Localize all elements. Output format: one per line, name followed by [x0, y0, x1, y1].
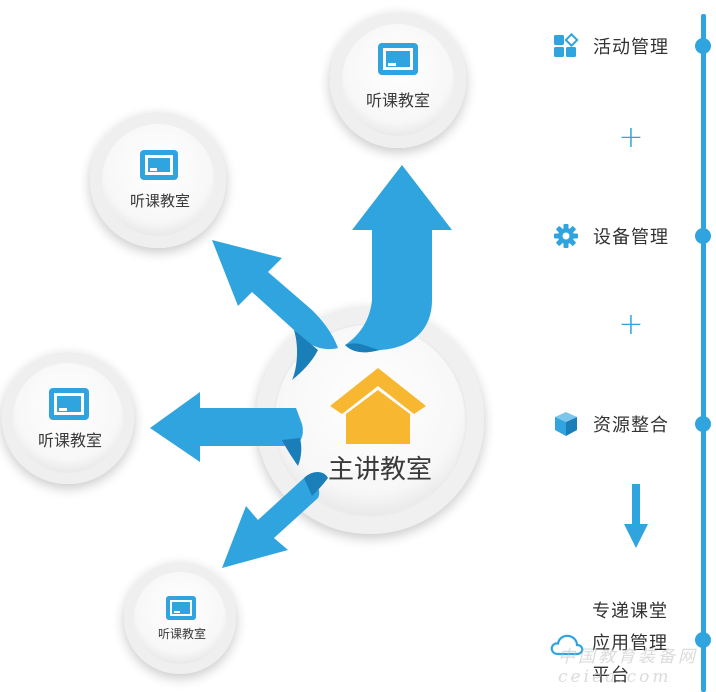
classroom-node-upper-left[interactable]: 听课教室: [90, 112, 226, 248]
sidebar-item-label: 设备管理: [593, 227, 669, 248]
timeline-dot: [695, 228, 711, 244]
classroom-node-top[interactable]: 听课教室: [330, 12, 466, 148]
classroom-label: 听课教室: [158, 626, 206, 641]
arrows: [150, 165, 452, 568]
platform-line: 专递课堂: [592, 601, 668, 622]
arrow-left-fold: [282, 438, 302, 466]
blackboard-icon: [140, 150, 178, 180]
gear-icon: [554, 224, 578, 248]
blackboard-icon: [166, 596, 196, 620]
watermark: 中国教育装备网 ceiea.com: [558, 647, 698, 687]
timeline-dot: [695, 38, 711, 54]
arrow-bottom-left: [222, 478, 320, 568]
plus-symbol: +: [618, 120, 644, 155]
arrow-left: [150, 392, 303, 462]
arrow-up-fold: [345, 343, 380, 353]
sidebar-item-label: 资源整合: [593, 415, 669, 436]
classroom-circle-inner: [342, 24, 454, 136]
blackboard-icon: [49, 388, 89, 420]
sidebar-item-activity[interactable]: 活动管理: [553, 33, 669, 59]
platform-line: 应用管理: [592, 633, 668, 654]
timeline-dot: [695, 416, 711, 432]
arrow-upper-left-fold: [292, 330, 318, 380]
cloud-icon: [550, 634, 584, 656]
center-label: 主讲教室: [328, 455, 432, 485]
sidebar-item-device[interactable]: 设备管理: [553, 223, 669, 249]
classroom-label: 听课教室: [366, 91, 430, 110]
blackboard-icon: [378, 43, 418, 75]
sidebar-item-resource[interactable]: 资源整合: [553, 411, 669, 437]
arrow-down-icon: [624, 484, 648, 548]
arrow-upper-left: [212, 240, 338, 350]
classroom-label: 听课教室: [38, 431, 102, 450]
arrow-up: [345, 165, 452, 350]
cube-icon: [555, 412, 577, 436]
house-icon: [330, 368, 426, 444]
platform-label: 专递课堂 应用管理 平台: [592, 596, 682, 692]
timeline-rail: [701, 14, 706, 692]
sidebar-item-label: 活动管理: [593, 37, 669, 58]
classroom-label: 听课教室: [130, 192, 190, 210]
plus-symbol: +: [618, 307, 644, 342]
grid-diamond-icon: [554, 33, 579, 57]
classroom-node-left[interactable]: 听课教室: [2, 352, 134, 484]
timeline-dot: [695, 632, 711, 648]
classroom-node-bottom[interactable]: 听课教室: [124, 562, 236, 674]
platform-line: 平台: [592, 665, 630, 686]
arrow-bottom-left-fold: [304, 472, 328, 496]
